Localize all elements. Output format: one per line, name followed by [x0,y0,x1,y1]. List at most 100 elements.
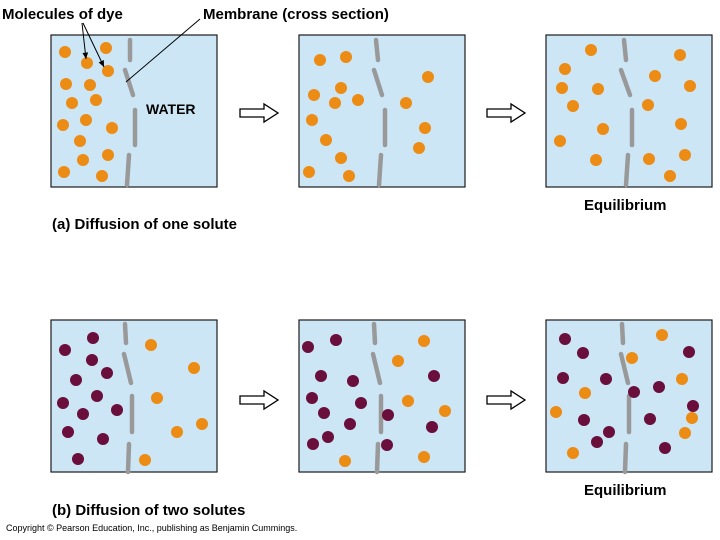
dye-molecule-orange [57,119,69,131]
dye-molecule-purple [428,370,440,382]
dye-molecule-orange [66,97,78,109]
dye-molecule-purple [330,334,342,346]
copyright-notice: Copyright © Pearson Education, Inc., pub… [6,523,298,533]
dye-molecule-orange [58,166,70,178]
dye-molecule-orange [642,99,654,111]
process-arrow [486,389,527,411]
membrane-segment [621,37,629,63]
dye-molecule-orange [77,154,89,166]
dye-molecule-purple [653,381,665,393]
dye-molecule-purple [302,341,314,353]
dye-molecule-orange [592,83,604,95]
dye-molecule-orange [303,166,315,178]
dye-molecule-orange [339,455,351,467]
membrane-segment [371,321,378,346]
dye-molecule-purple [318,407,330,419]
dye-molecule-purple [577,347,589,359]
dye-molecule-orange [308,89,320,101]
process-arrow [486,102,527,124]
dye-molecule-orange [656,329,668,341]
dye-molecule-purple [381,439,393,451]
dye-molecule-orange [676,373,688,385]
dye-molecule-purple [77,408,89,420]
dye-molecule-purple [355,397,367,409]
dye-molecule-purple [557,372,569,384]
dye-molecule-orange [335,152,347,164]
dye-molecule-orange [643,153,655,165]
membrane-segment [618,351,631,386]
dye-molecule-purple [687,400,699,412]
label-equilibrium-a: Equilibrium [584,197,667,214]
dye-molecule-orange [554,135,566,147]
dye-molecule-orange [96,170,108,182]
dye-molecule-orange [100,42,112,54]
callout-arrowhead [98,60,104,67]
dye-molecule-purple [315,370,327,382]
dye-molecule-orange [188,362,200,374]
dye-molecule-purple [306,392,318,404]
dye-molecule-orange [59,46,71,58]
dye-molecule-purple [70,374,82,386]
dye-molecule-orange [106,122,118,134]
dye-molecule-purple [659,442,671,454]
membrane-segment [373,37,381,63]
dye-molecule-orange [649,70,661,82]
dye-molecule-orange [402,395,414,407]
dye-molecule-orange [664,170,676,182]
dye-molecule-purple [87,332,99,344]
membrane-segment [122,321,129,346]
dye-molecule-orange [400,97,412,109]
dye-molecule-orange [84,79,96,91]
callout-leader-line [82,22,105,68]
dye-molecule-orange [340,51,352,63]
label-water: WATER [146,101,196,117]
dye-molecule-orange [556,82,568,94]
dye-molecule-purple [628,386,640,398]
dye-molecule-purple [600,373,612,385]
dye-molecule-orange [686,412,698,424]
membrane-segment [370,351,383,386]
dye-molecule-orange [439,405,451,417]
dye-molecule-purple [62,426,74,438]
dye-molecule-purple [578,414,590,426]
dye-molecule-orange [590,154,602,166]
dye-molecule-orange [550,406,562,418]
dye-molecule-purple [603,426,615,438]
callout-arrowhead [82,52,89,59]
dye-molecule-purple [97,433,109,445]
dye-molecule-orange [145,339,157,351]
dye-molecule-orange [392,355,404,367]
membrane-segment [622,441,629,475]
dye-molecule-purple [57,397,69,409]
dye-molecule-orange [139,454,151,466]
dye-molecule-orange [171,426,183,438]
membrane-segment [371,67,385,98]
dye-molecule-purple [72,453,84,465]
membrane-segment [618,67,633,98]
membrane-segment [619,321,626,346]
dye-molecule-orange [413,142,425,154]
dye-molecule-orange [675,118,687,130]
dye-molecule-purple [559,333,571,345]
dye-molecule-purple [322,431,334,443]
dye-molecule-orange [102,149,114,161]
membrane-segment [124,152,132,188]
dye-molecule-purple [111,404,123,416]
dye-molecule-orange [418,451,430,463]
dye-molecule-orange [679,149,691,161]
dye-molecule-orange [102,65,114,77]
process-arrow [239,102,280,124]
dye-molecule-orange [196,418,208,430]
dye-molecule-orange [314,54,326,66]
membrane-segment [374,441,381,475]
dye-molecule-orange [567,100,579,112]
dye-molecule-orange [585,44,597,56]
dye-molecule-purple [101,367,113,379]
dye-molecule-purple [347,375,359,387]
dye-molecule-orange [306,114,318,126]
dye-molecule-orange [151,392,163,404]
dye-molecule-orange [567,447,579,459]
label-membrane: Membrane (cross section) [203,6,389,23]
dye-molecule-purple [86,354,98,366]
